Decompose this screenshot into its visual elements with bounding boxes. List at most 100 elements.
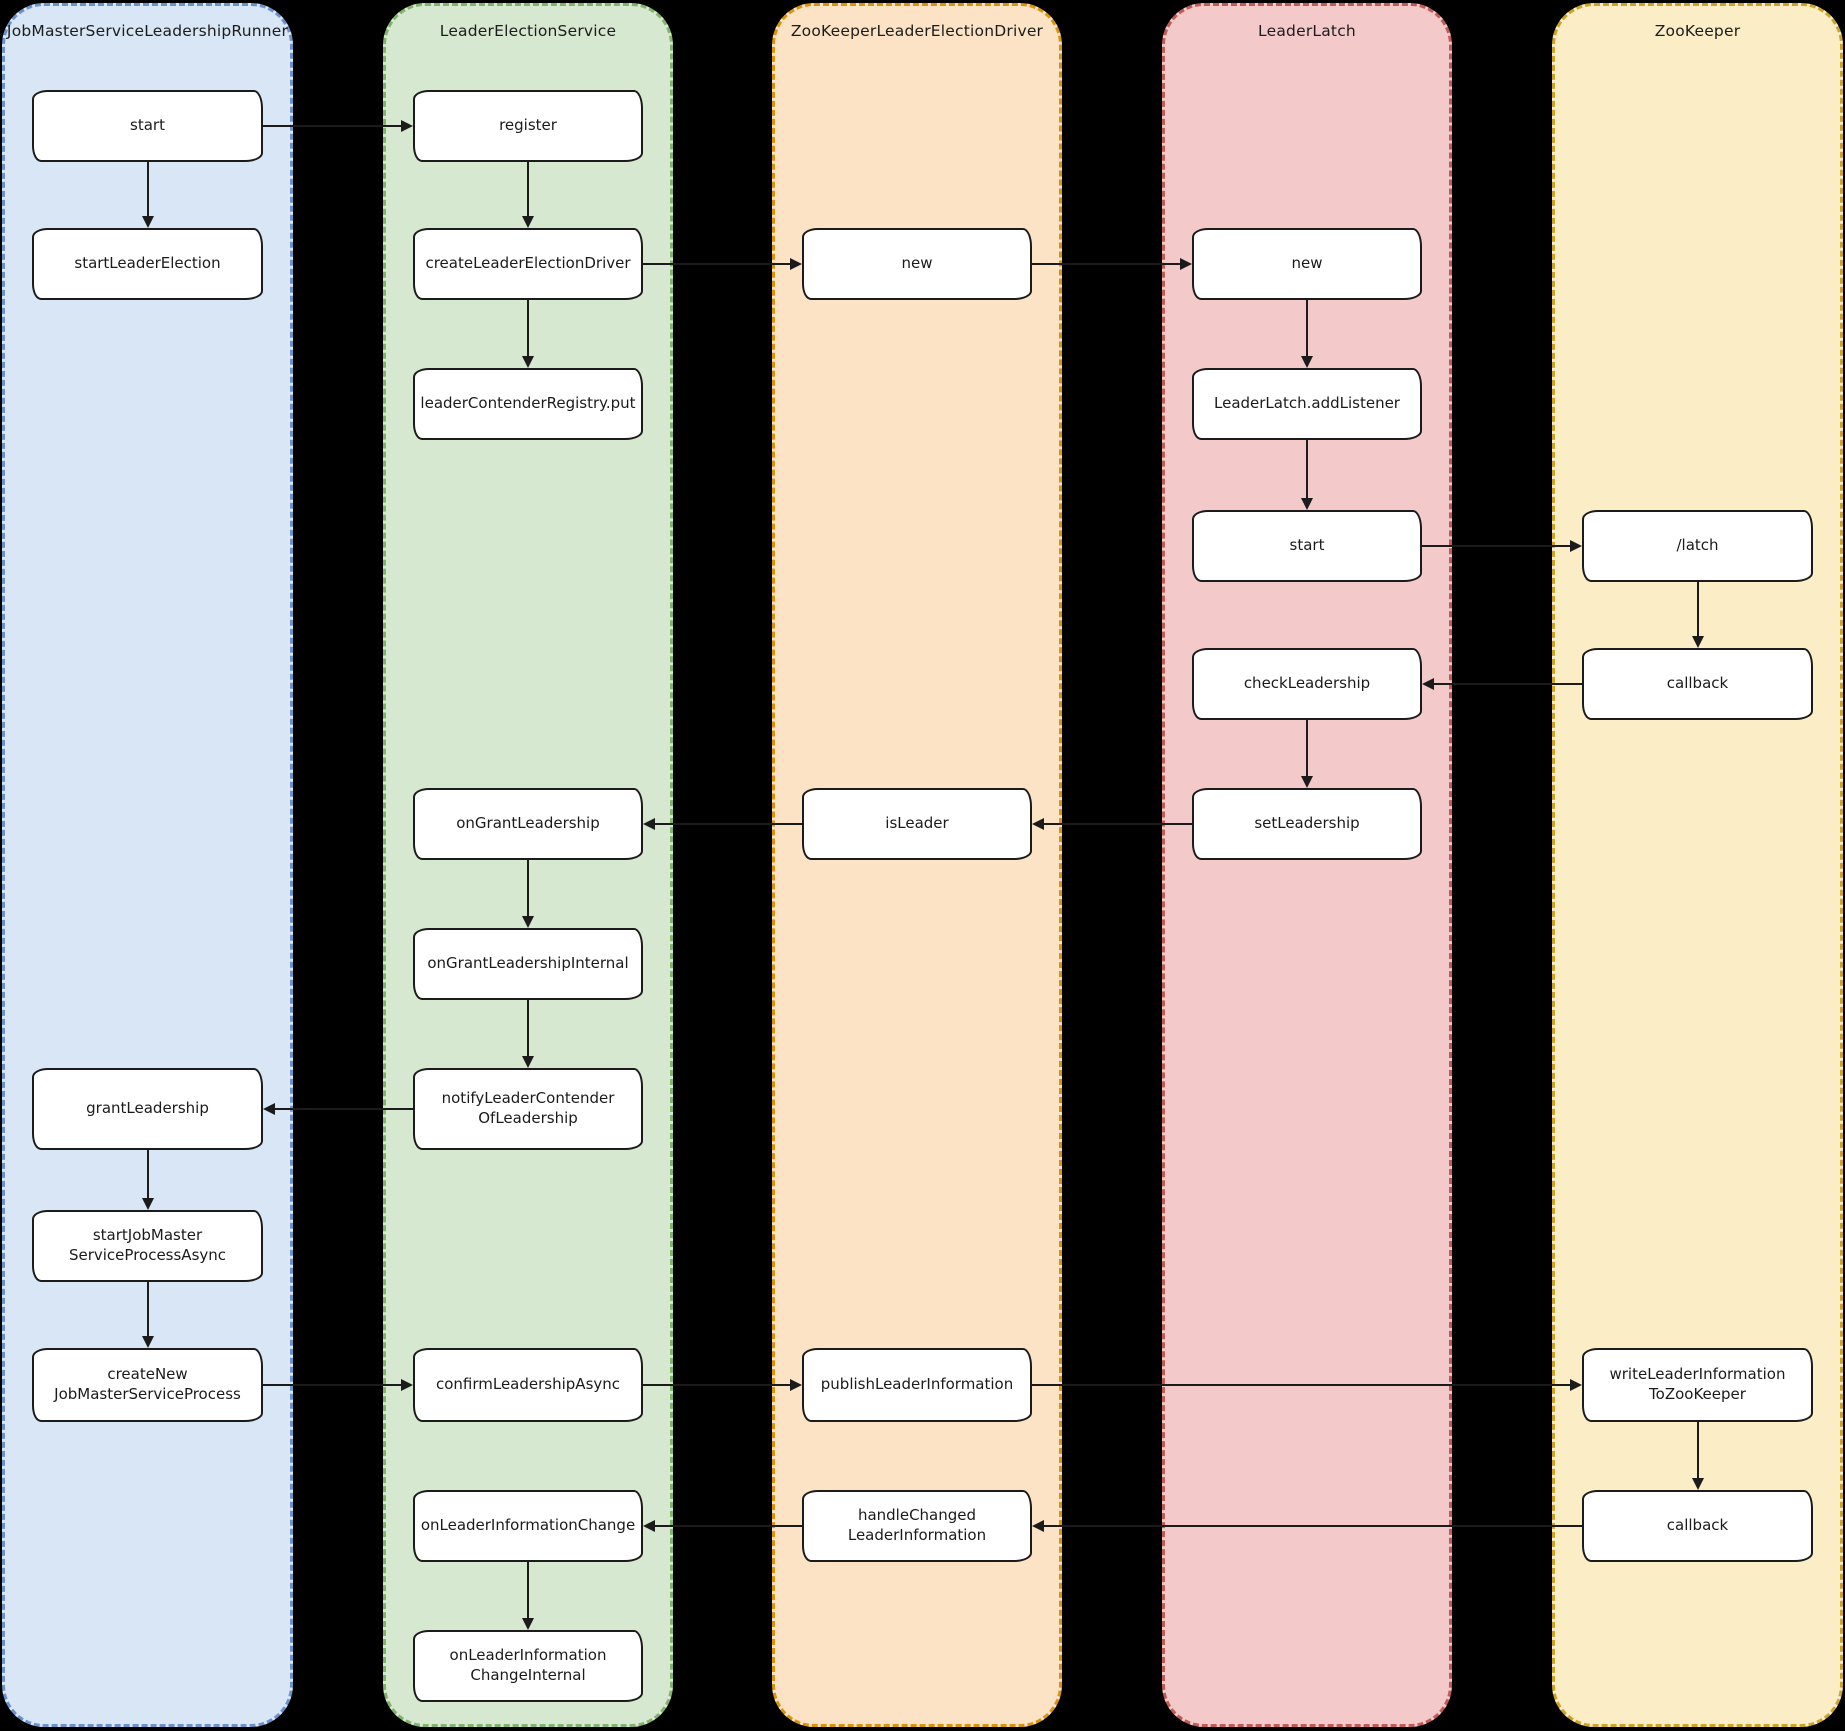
edge-on-grant-leadership-to-on-grant-leadership-internal-arrowhead-icon: [522, 916, 534, 928]
node-label: writeLeaderInformation: [1609, 1365, 1786, 1384]
edge-new-driver-to-new-latch-line: [1032, 263, 1182, 265]
node-label: confirmLeadershipAsync: [435, 1375, 621, 1394]
edge-is-leader-to-on-grant-leadership-line: [653, 823, 802, 825]
node-label: createLeaderElectionDriver: [425, 254, 631, 273]
node-start-latch: start: [1192, 510, 1422, 582]
node-confirm-leadership-async: confirmLeadershipAsync: [413, 1348, 643, 1422]
node-create-leader-election-driver: createLeaderElectionDriver: [413, 228, 643, 300]
lane-title-zookeeper: ZooKeeper: [1654, 22, 1741, 40]
node-label: onGrantLeadershipInternal: [427, 954, 629, 973]
node-label: new: [901, 254, 933, 273]
node-new-driver: new: [802, 228, 1032, 300]
edge-zk-callback-top-to-check-leadership-arrowhead-icon: [1422, 678, 1434, 690]
edge-register-to-create-leader-election-driver-line: [527, 162, 529, 218]
node-label: onLeaderInformationChange: [420, 1516, 636, 1535]
edge-publish-leader-information-to-write-leader-information-to-zookeeper-arrowhead-icon: [1570, 1379, 1582, 1391]
edge-zk-callback-top-to-check-leadership-line: [1432, 683, 1582, 685]
edge-check-leadership-to-set-leadership-arrowhead-icon: [1301, 776, 1313, 788]
lane-title-leader-election-service: LeaderElectionService: [439, 22, 617, 40]
node-label: isLeader: [885, 814, 949, 833]
node-label: startJobMaster: [92, 1226, 203, 1245]
node-label: new: [1291, 254, 1323, 273]
edge-create-new-job-master-service-process-to-confirm-leadership-async-arrowhead-icon: [401, 1379, 413, 1391]
edge-notify-leader-contender-of-leadership-to-grant-leadership-arrowhead-icon: [263, 1103, 275, 1115]
lane-title-zookeeper-leader-election-driver: ZooKeeperLeaderElectionDriver: [790, 22, 1044, 40]
node-zk-callback-top: callback: [1582, 648, 1813, 720]
node-zk-latch-node: /latch: [1582, 510, 1813, 582]
edge-zk-callback-bottom-to-handle-changed-leader-information-arrowhead-icon: [1032, 1520, 1044, 1532]
edge-create-leader-election-driver-to-leader-contender-registry-put-arrowhead-icon: [522, 356, 534, 368]
edge-handle-changed-leader-information-to-on-leader-information-change-arrowhead-icon: [643, 1520, 655, 1532]
node-on-leader-information-change: onLeaderInformationChange: [413, 1490, 643, 1562]
lane-title-job-master-service-leadership-runner: JobMasterServiceLeadershipRunner: [6, 22, 289, 40]
edge-zk-latch-node-to-zk-callback-top-arrowhead-icon: [1691, 636, 1704, 648]
edge-on-leader-information-change-to-on-leader-information-change-internal-line: [527, 1562, 529, 1620]
node-label: start: [130, 116, 165, 135]
node-publish-leader-information: publishLeaderInformation: [802, 1348, 1032, 1422]
edge-zk-latch-node-to-zk-callback-top-line: [1696, 582, 1699, 638]
node-label: register: [499, 116, 557, 135]
node-label: leaderContenderRegistry.put: [420, 394, 636, 413]
edge-start-latch-to-zk-latch-node-arrowhead-icon: [1570, 540, 1582, 552]
node-label: checkLeadership: [1243, 674, 1371, 693]
node-on-grant-leadership-internal: onGrantLeadershipInternal: [413, 928, 643, 1000]
node-is-leader: isLeader: [802, 788, 1032, 860]
node-check-leadership: checkLeadership: [1192, 648, 1422, 720]
node-new-latch: new: [1192, 228, 1422, 300]
edge-leader-latch-add-listener-to-start-latch-arrowhead-icon: [1301, 498, 1313, 510]
edge-start-runner-to-register-line: [263, 125, 403, 127]
node-leader-latch-add-listener: LeaderLatch.addListener: [1192, 368, 1422, 440]
edge-start-job-master-service-process-async-to-create-new-job-master-service-process-line: [146, 1282, 149, 1338]
node-label: JobMasterServiceProcess: [54, 1385, 241, 1403]
node-start-runner: start: [32, 90, 263, 162]
edge-new-latch-to-leader-latch-add-listener-arrowhead-icon: [1301, 356, 1313, 368]
edge-grant-leadership-to-start-job-master-service-process-async-line: [146, 1150, 149, 1200]
node-label: ServiceProcessAsync: [68, 1246, 227, 1264]
edge-create-leader-election-driver-to-leader-contender-registry-put-line: [527, 300, 529, 358]
node-label: start: [1289, 536, 1325, 555]
node-grant-leadership: grantLeadership: [32, 1068, 263, 1150]
node-label: LeaderLatch.addListener: [1214, 394, 1400, 413]
node-label: grantLeadership: [86, 1099, 209, 1118]
node-label: notifyLeaderContender: [441, 1089, 615, 1108]
node-label: ChangeInternal: [470, 1666, 586, 1684]
edge-start-runner-to-start-leader-election-arrowhead-icon: [141, 216, 154, 228]
edge-set-leadership-to-is-leader-arrowhead-icon: [1032, 818, 1044, 830]
edge-start-runner-to-start-leader-election-line: [146, 162, 149, 218]
node-label: onLeaderInformation: [449, 1646, 607, 1665]
node-label: callback: [1666, 1516, 1729, 1535]
edge-create-leader-election-driver-to-new-driver-line: [643, 263, 792, 265]
edge-leader-latch-add-listener-to-start-latch-line: [1306, 440, 1308, 500]
edge-register-to-create-leader-election-driver-arrowhead-icon: [522, 216, 534, 228]
edge-new-driver-to-new-latch-arrowhead-icon: [1180, 258, 1192, 270]
edge-publish-leader-information-to-write-leader-information-to-zookeeper-line: [1032, 1384, 1572, 1386]
edge-on-grant-leadership-to-on-grant-leadership-internal-line: [527, 860, 529, 918]
node-label: onGrantLeadership: [456, 814, 600, 833]
node-label: LeaderInformation: [847, 1526, 987, 1544]
node-start-leader-election: startLeaderElection: [32, 228, 263, 300]
edge-is-leader-to-on-grant-leadership-arrowhead-icon: [643, 818, 655, 830]
node-zk-callback-bottom: callback: [1582, 1490, 1813, 1562]
edge-new-latch-to-leader-latch-add-listener-line: [1306, 300, 1308, 358]
edge-write-leader-information-to-zookeeper-to-zk-callback-bottom-line: [1696, 1422, 1699, 1480]
node-label: startLeaderElection: [74, 254, 221, 273]
edge-create-leader-election-driver-to-new-driver-arrowhead-icon: [790, 258, 802, 270]
node-label: ToZooKeeper: [1649, 1385, 1746, 1403]
node-label: OfLeadership: [478, 1109, 578, 1127]
node-label: /latch: [1676, 536, 1719, 555]
edge-create-new-job-master-service-process-to-confirm-leadership-async-line: [263, 1384, 403, 1386]
edge-start-runner-to-register-arrowhead-icon: [401, 120, 413, 132]
node-label: setLeadership: [1254, 814, 1360, 833]
node-leader-contender-registry-put: leaderContenderRegistry.put: [413, 368, 643, 440]
lane-title-leader-latch: LeaderLatch: [1258, 22, 1356, 40]
node-on-grant-leadership: onGrantLeadership: [413, 788, 643, 860]
edge-on-leader-information-change-to-on-leader-information-change-internal-arrowhead-icon: [522, 1618, 534, 1630]
node-label: publishLeaderInformation: [820, 1375, 1014, 1394]
node-set-leadership: setLeadership: [1192, 788, 1422, 860]
node-label: handleChanged: [857, 1506, 977, 1525]
